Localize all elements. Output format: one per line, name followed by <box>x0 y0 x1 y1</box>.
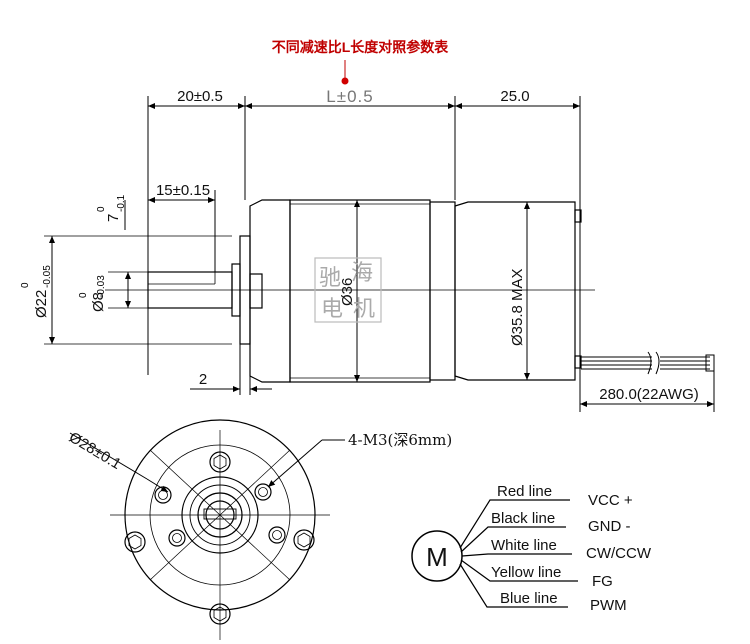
dim-boss-tol-dn: -0.05 <box>42 265 53 288</box>
dim-flat-depth-tol-dn: -0.1 <box>116 194 127 212</box>
dim-motor-dia: Ø35.8 MAX <box>509 268 526 346</box>
ratio-length-note: 不同减速比L长度对照参数表 <box>272 39 450 55</box>
watermark-seal: 驰 海 电 机 <box>314 257 382 323</box>
wire-label-blue: Blue line <box>500 590 558 607</box>
wire-label-white: White line <box>491 537 557 554</box>
dim-shaft-length: 20±0.5 <box>177 88 223 105</box>
motor-symbol: M <box>426 542 448 572</box>
svg-text:机: 机 <box>353 297 375 322</box>
wire-label-black: Black line <box>491 510 555 527</box>
svg-text:驰: 驰 <box>319 266 341 291</box>
signal-fg: FG <box>592 573 613 590</box>
note-pointer-dot <box>341 77 349 85</box>
wire-label-yellow: Yellow line <box>491 564 561 581</box>
dim-shaft-tol-up: 0 <box>78 292 89 298</box>
dim-lead-length: 280.0(22AWG) <box>599 386 699 403</box>
front-view <box>110 419 330 640</box>
signal-gnd: GND - <box>588 518 631 535</box>
wiring-diagram: M Red line Black line White line Yellow … <box>411 483 652 614</box>
dim-flat-depth-tol-up: 0 <box>96 206 107 212</box>
dim-motor-length: 25.0 <box>500 88 529 105</box>
signal-pwm: PWM <box>590 597 627 614</box>
lead-wires <box>580 351 715 412</box>
dim-boss-dia: Ø22 <box>33 290 50 318</box>
wire-label-red: Red line <box>497 483 552 500</box>
svg-text:海: 海 <box>351 261 373 286</box>
signal-vcc: VCC + <box>588 492 633 509</box>
signal-cwccw: CW/CCW <box>586 545 652 562</box>
dim-step: 2 <box>199 371 207 388</box>
dim-boss-tol-up: 0 <box>20 282 31 288</box>
dim-shaft-tol-dn: -0.03 <box>96 275 107 298</box>
dim-flange-dia: Ø28±0.1 <box>66 429 124 473</box>
side-view <box>105 199 595 383</box>
svg-text:电: 电 <box>321 297 343 322</box>
top-dimensions <box>147 96 581 412</box>
dim-shaft-dia: Ø8 <box>90 292 107 312</box>
dim-thread: 4-M3(深6mm) <box>348 431 452 449</box>
dim-gearbox-dia: Ø36 <box>339 278 356 306</box>
dim-flat-depth: 7 <box>105 214 122 222</box>
dim-flat-length: 15±0.15 <box>156 182 210 199</box>
dim-body-length: L±0.5 <box>326 87 373 106</box>
